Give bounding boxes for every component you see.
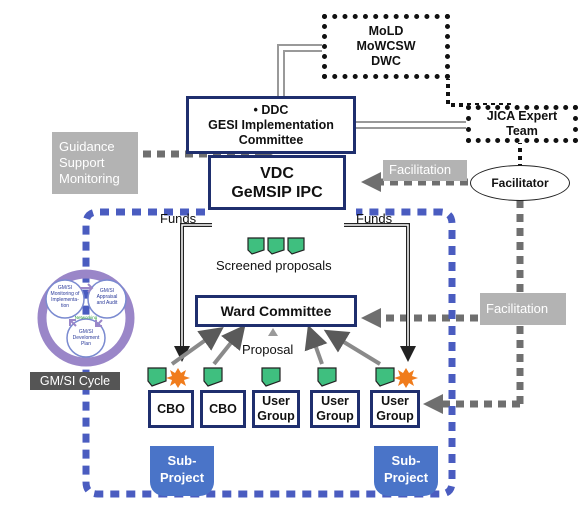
facilitation-top-text: Facilitation xyxy=(389,162,452,177)
sub-project-text: Sub- xyxy=(167,453,197,468)
ward-committee-label: Ward Committee xyxy=(220,303,332,319)
monitoring-text: Monitoring xyxy=(59,171,120,186)
sub-project-text: Project xyxy=(383,470,429,485)
group-label: User xyxy=(262,394,290,408)
cycle-text: GM/SI xyxy=(57,285,73,291)
cycle-text: Appraisal xyxy=(96,294,118,300)
group-cbo-2: CBO xyxy=(200,390,246,428)
screened-proposals-label: Screened proposals xyxy=(216,258,332,273)
gmsi-cycle-diagram xyxy=(37,269,135,367)
sub-project-left: Sub- Project xyxy=(150,446,214,496)
ddc-jica-link xyxy=(356,121,468,129)
mold-label: MoLD xyxy=(368,24,404,38)
proposal-mini-arrow xyxy=(268,328,278,336)
group-label: User xyxy=(321,394,349,408)
jica-label: JICA Expert xyxy=(486,109,558,123)
funds-left-label: Funds xyxy=(160,211,197,226)
cycle-top-right-text: GM/SI Appraisal and Audit xyxy=(90,288,124,306)
screened-proposal-icons xyxy=(247,237,305,255)
group-label: Group xyxy=(316,409,354,423)
group-user-3: User Group xyxy=(370,390,420,428)
vdc-label: VDC xyxy=(260,164,294,182)
group-cbo-1: CBO xyxy=(148,390,194,428)
dwc-label: DWC xyxy=(371,54,401,68)
cycle-text: tion xyxy=(60,303,70,309)
gesi-label: GESI Implementation xyxy=(208,117,334,132)
proposal-arrows xyxy=(170,324,382,366)
cycle-center-text: Networking xyxy=(74,315,98,320)
facilitation-group-arrowhead xyxy=(423,394,443,414)
funds-left-arrow xyxy=(174,223,212,362)
gemsip-label: GeMSIP IPC xyxy=(231,183,323,201)
facilitation-ward-arrowhead xyxy=(361,308,381,328)
facilitator-ellipse: Facilitator xyxy=(470,165,570,201)
group-user-1: User Group xyxy=(252,390,300,428)
group-label: User xyxy=(381,394,409,408)
committee-label: Committee xyxy=(238,132,304,147)
facilitation-top-arrowhead xyxy=(361,172,381,192)
group-user-2: User Group xyxy=(310,390,360,428)
community-boundary xyxy=(82,208,456,498)
cycle-text: Plan xyxy=(80,341,91,347)
cycle-top-left-text: GM/SI Monitoring of Implementa- tion xyxy=(48,285,82,309)
ddc-box: • DDC GESI Implementation Committee xyxy=(186,96,356,154)
group-proposal-icons xyxy=(147,367,395,387)
sub-project-right: Sub- Project xyxy=(374,446,438,496)
proposal-label: Proposal xyxy=(242,342,294,357)
cycle-text: Monitoring of xyxy=(50,291,80,297)
group-label: Group xyxy=(376,409,414,423)
ward-committee-box: Ward Committee xyxy=(195,295,357,327)
facilitation-top-label: Facilitation xyxy=(383,160,467,181)
sub-project-text: Project xyxy=(159,470,205,485)
group-label: CBO xyxy=(157,401,185,416)
ddc-label: • DDC xyxy=(253,102,289,117)
fund-burst-icons xyxy=(166,368,418,388)
facilitation-right-label: Facilitation xyxy=(480,293,566,325)
jica-box: JICA Expert Team xyxy=(466,105,578,143)
cycle-text: Implementa- xyxy=(51,297,79,303)
cycle-text: GM/SI xyxy=(99,288,115,294)
cycle-bottom-text: GM/SI Develoment Plan xyxy=(69,329,103,347)
sub-project-text: Sub- xyxy=(391,453,421,468)
cycle-text: and Audit xyxy=(96,300,118,306)
funds-right-arrow xyxy=(344,223,416,362)
group-label: CBO xyxy=(209,401,237,416)
support-text: Support xyxy=(59,155,105,170)
team-label: Team xyxy=(506,124,538,138)
mold-box: MoLD MoWCSW DWC xyxy=(322,14,450,79)
facilitator-text: Facilitator xyxy=(491,176,549,190)
mold-ddc-link xyxy=(277,44,326,96)
mowcsw-label: MoWCSW xyxy=(356,39,416,53)
facilitation-right-text: Facilitation xyxy=(486,301,549,316)
vdc-box: VDC GeMSIP IPC xyxy=(208,155,346,210)
cycle-text: GM/SI xyxy=(78,329,94,335)
funds-right-label: Funds xyxy=(356,211,393,226)
group-label: Group xyxy=(257,409,295,423)
gmsi-cycle-label: GM/SI Cycle xyxy=(30,372,120,390)
mold-jica-link xyxy=(446,76,512,107)
gmsi-cycle-text: GM/SI Cycle xyxy=(39,374,111,388)
guidance-label: Guidance Support Monitoring xyxy=(52,132,138,194)
cycle-text: Develoment xyxy=(72,335,100,341)
guidance-text: Guidance xyxy=(59,139,115,154)
